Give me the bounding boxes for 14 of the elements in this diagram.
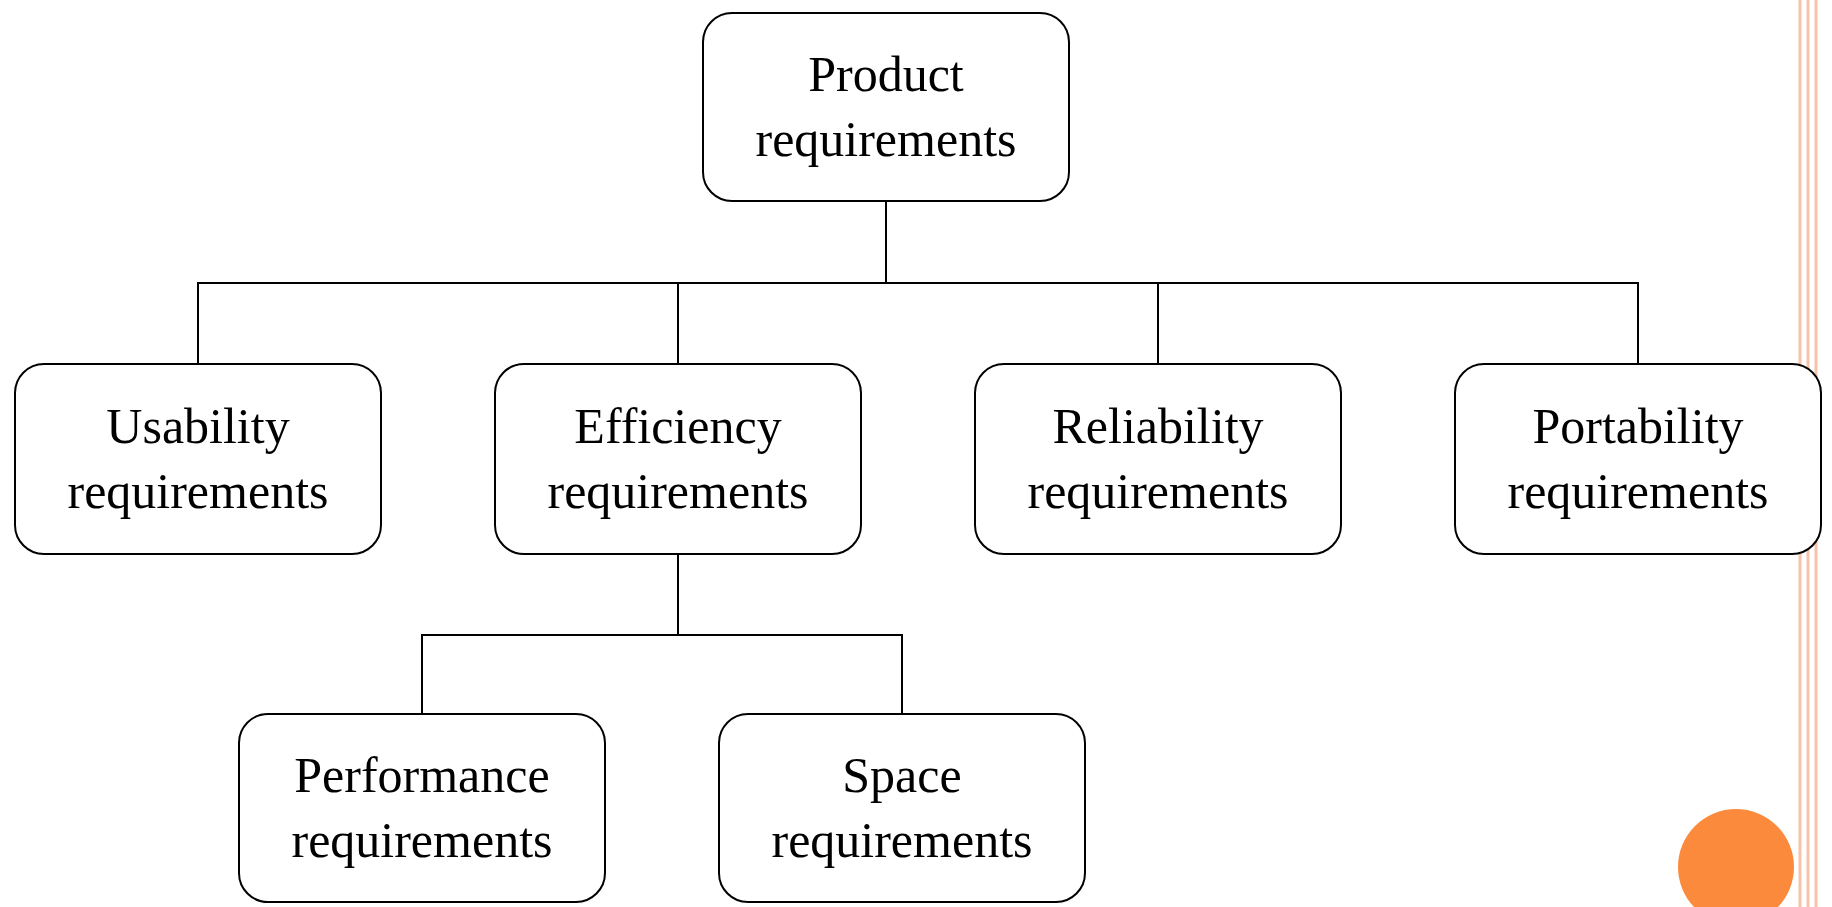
- requirement-box: [974, 363, 1342, 555]
- requirement-box: [494, 363, 862, 555]
- requirement-box: [238, 713, 606, 903]
- box-label: Portability requirements: [1506, 397, 1770, 521]
- requirement-box: [718, 713, 1086, 903]
- requirement-box: [1454, 363, 1822, 555]
- box-label: Efficiency requirements: [546, 397, 810, 521]
- requirement-box: [702, 12, 1070, 202]
- box-label: Performance requirements: [290, 746, 554, 870]
- box-label: Product requirements: [754, 45, 1018, 169]
- box-label: Usability requirements: [66, 397, 330, 521]
- requirement-box: [14, 363, 382, 555]
- box-label: Reliability requirements: [1026, 397, 1290, 521]
- box-label: Space requirements: [770, 746, 1034, 870]
